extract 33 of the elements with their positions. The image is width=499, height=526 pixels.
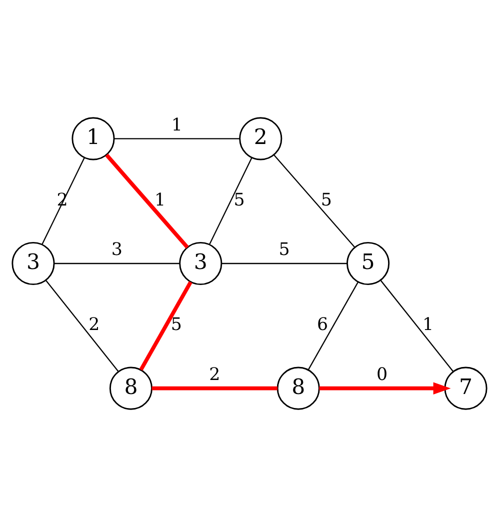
connector (152, 386, 278, 390)
node-circle: 1 (72, 116, 115, 160)
edge-label: 5 (320, 190, 332, 210)
edge-label: 1 (422, 314, 434, 335)
edge-label: 2 (209, 364, 220, 385)
edge-label: 6 (317, 314, 328, 335)
connector (114, 138, 240, 139)
edge-label: 5 (170, 314, 182, 335)
edge-label: 5 (234, 190, 245, 210)
connector (209, 157, 252, 244)
node-circle: 3 (12, 241, 55, 285)
edge-label: 1 (154, 190, 166, 210)
node-circle: 8 (276, 366, 320, 410)
node-circle: 3 (179, 241, 222, 285)
connector (139, 280, 192, 370)
edge-label: 5 (278, 240, 290, 260)
connector (42, 157, 85, 244)
connector (45, 279, 119, 372)
connector (222, 262, 348, 264)
connector (54, 262, 180, 264)
edge-label: 3 (111, 240, 122, 260)
node-circle: 8 (109, 366, 152, 410)
arrow (319, 382, 451, 394)
edge-label: 1 (171, 114, 182, 135)
connector (274, 154, 356, 248)
connector (105, 153, 189, 248)
node-circle: 5 (346, 241, 390, 285)
connector (308, 281, 359, 370)
edge-label: 2 (88, 314, 100, 335)
node-circle: 2 (239, 116, 282, 160)
edge-label: 0 (376, 364, 388, 385)
connector (380, 279, 454, 372)
node-circle: 7 (444, 366, 488, 410)
